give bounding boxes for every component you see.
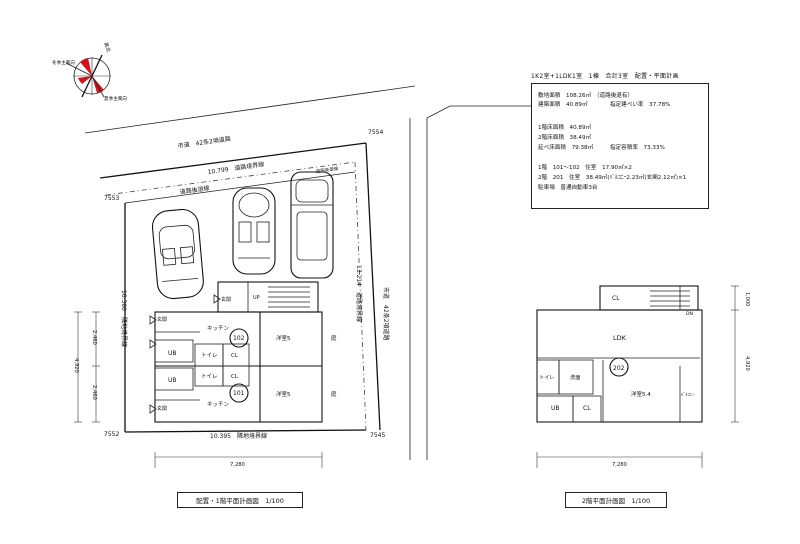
floor1-total-height: 4,920 bbox=[73, 358, 79, 373]
ub-label-1: UB bbox=[168, 350, 177, 357]
total-floor-area: 延べ床面積 79.38㎡ 指定容積率 73.33% bbox=[538, 145, 665, 151]
floor2-area: 2階床面積 38.49㎡ bbox=[538, 135, 592, 141]
car-2 bbox=[232, 187, 276, 275]
kitchen-label-2: キッチン bbox=[207, 401, 230, 408]
room-102-label: 102 bbox=[233, 335, 245, 342]
ldk-label: LDK bbox=[613, 334, 627, 342]
niwa-label-2: 庭 bbox=[331, 390, 337, 398]
floor2-caption: 2階平面計画図 1/100 bbox=[565, 492, 667, 508]
balcony-label: ﾊﾞﾙｺﾆｰ bbox=[681, 391, 695, 398]
floor1-dimensions bbox=[74, 311, 323, 468]
unit1-area: 1階 101〜102 住室 17.90㎡×2 bbox=[538, 165, 632, 171]
room-101-marker bbox=[229, 383, 249, 403]
floor1-height-a: 2,460 bbox=[91, 330, 97, 345]
wash-label: 洗面 bbox=[570, 373, 580, 381]
parking-info: 駐車場 普通自動車3台 bbox=[538, 185, 598, 191]
adjacent-bottom-label: 10.395 隣地境界線 bbox=[210, 432, 267, 440]
north-label: 真北 bbox=[102, 41, 112, 53]
road-boundary-right-label: 13.214 道路境界線 bbox=[355, 265, 363, 322]
floor2-top-height: 1,000 bbox=[744, 292, 750, 306]
western-label-2f: 洋室5.4 bbox=[631, 390, 651, 398]
road-top-label: 市道 42条2項道路 bbox=[177, 135, 231, 150]
adjacent-boundary-bottom bbox=[124, 429, 367, 433]
entrance-label-1: 玄関 bbox=[157, 316, 167, 323]
niwa-label-1: 庭 bbox=[331, 334, 337, 342]
cl-top-label: CL bbox=[612, 295, 620, 302]
toilet-label-2f: トイレ bbox=[539, 375, 555, 381]
level-bottom-left: 7552 bbox=[104, 431, 119, 438]
kitchen-label-1: キッチン bbox=[207, 325, 230, 332]
toilet-label-2: トイレ bbox=[201, 374, 218, 380]
drawing-title: 1K2室+1LDK1室 1棟 合計3室 配置・平面計画 bbox=[531, 73, 679, 80]
level-top-left: 7553 bbox=[104, 195, 119, 202]
unit2-area: 2階 201 住室 38.49㎡(ﾊﾞﾙｺﾆｰ2.23㎡(玄関2.12㎡)×1 bbox=[538, 175, 687, 181]
building-area: 建築面積 40.89㎡ 指定建ぺい率 37.78% bbox=[538, 102, 671, 108]
western-label-2: 洋室5 bbox=[276, 390, 291, 398]
western-label-1: 洋室5 bbox=[276, 334, 291, 342]
setback-small-label: 道路後退線 bbox=[315, 165, 339, 175]
toilet-label-1: トイレ bbox=[201, 353, 218, 359]
entrance-label-3: 玄関 bbox=[221, 296, 231, 303]
entrance-label-2: 玄関 bbox=[157, 405, 167, 412]
compass-rose bbox=[65, 54, 111, 98]
room-102-marker bbox=[229, 328, 249, 348]
floor2-width: 7,280 bbox=[612, 462, 627, 468]
ub-label-2f: UB bbox=[551, 405, 560, 412]
car-1 bbox=[151, 208, 204, 300]
road-right-label: 市道 42条2項道路 bbox=[382, 287, 390, 340]
road-lines-right bbox=[354, 105, 540, 460]
floor2-dimensions bbox=[536, 285, 739, 468]
winter-wind-sector bbox=[80, 58, 92, 76]
floor1-area: 1階床面積 40.89㎡ bbox=[538, 125, 592, 131]
room-202-marker bbox=[609, 357, 629, 377]
summer-wind-sector bbox=[92, 76, 104, 93]
site-area: 敷地面積 108.26㎡ （道路後退有） bbox=[538, 93, 634, 99]
car-3 bbox=[290, 171, 334, 279]
ub-label-2: UB bbox=[168, 377, 177, 384]
room-101-label: 101 bbox=[233, 390, 245, 397]
wind-sector-small bbox=[78, 76, 92, 84]
adjacent-left-label: 10.360 隣地境界線 bbox=[120, 290, 128, 347]
floor2-total-height: 4,920 bbox=[744, 356, 750, 371]
floor1-caption: 配置・1階平面計画図 1/100 bbox=[177, 492, 303, 508]
up-label: UP bbox=[253, 295, 260, 301]
summer-wind-label: 夏季主風向 bbox=[104, 95, 127, 102]
area-summary-box: 敷地面積 108.26㎡ （道路後退有） 建築面積 40.89㎡ 指定建ぺい率 … bbox=[531, 83, 709, 209]
level-bottom-right: 7545 bbox=[370, 432, 385, 439]
floor1-plan bbox=[149, 281, 323, 423]
cl-label-2: CL bbox=[231, 374, 239, 380]
cl-label-1: CL bbox=[231, 353, 239, 359]
dn-label: DN bbox=[686, 311, 693, 317]
room-202-label: 202 bbox=[613, 365, 625, 372]
road-lines-top bbox=[84, 85, 416, 204]
winter-wind-label: 冬季主風向 bbox=[52, 59, 75, 66]
setback-top-label: 道路後退線 bbox=[179, 184, 210, 196]
level-top-right: 7554 bbox=[368, 129, 383, 136]
floor1-height-b: 2,460 bbox=[91, 385, 97, 400]
floor1-width: 7,280 bbox=[230, 462, 245, 468]
floor2-plan bbox=[536, 285, 703, 423]
cl-label-2f: CL bbox=[583, 405, 591, 412]
